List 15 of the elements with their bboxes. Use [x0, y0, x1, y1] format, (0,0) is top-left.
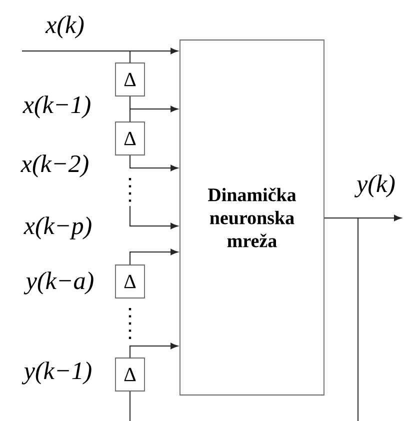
signal-label: y(k) — [354, 174, 395, 198]
signal-label: x(k−p) — [24, 216, 92, 240]
signal-arrow — [324, 214, 402, 222]
delay-box: Δ — [115, 264, 145, 298]
signal-arrow — [130, 206, 178, 230]
delay-box: Δ — [115, 358, 145, 392]
signal-arrow — [130, 154, 178, 172]
signal-arrow — [22, 48, 178, 54]
signal-arrow — [130, 248, 178, 266]
network-box: Dinamička neuronska mreža — [180, 40, 324, 396]
signal-label: x(k−2) — [20, 154, 88, 178]
delay-box: Δ — [115, 62, 145, 96]
delay-box: Δ — [115, 122, 145, 156]
signal-label: x(k−1) — [22, 96, 90, 118]
signal-arrow — [130, 342, 178, 358]
